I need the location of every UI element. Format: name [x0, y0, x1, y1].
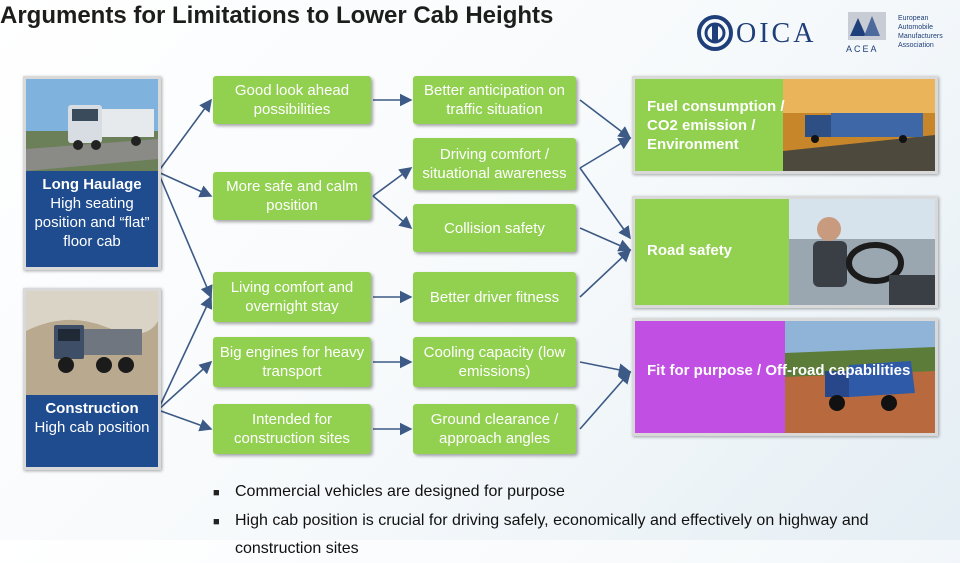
- construction-heading: Construction: [45, 400, 139, 417]
- big-engines-label: Big engines for heavy transport: [219, 344, 365, 380]
- collision-label: Collision safety: [444, 219, 545, 237]
- long-haulage-card: Long Haulage High seating position and “…: [23, 76, 161, 270]
- collision-box: Collision safety: [413, 204, 576, 252]
- driver-fitness-box: Better driver fitness: [413, 272, 576, 322]
- construction-sites-label: Intended for construction sites: [234, 411, 350, 447]
- bullet-list: ■ Commercial vehicles are designed for p…: [213, 478, 955, 563]
- bullet-marker-icon: ■: [213, 487, 220, 499]
- long-haulage-text: High seating position and “flat” floor c…: [34, 195, 150, 250]
- bullet-text: High cab position is crucial for driving…: [235, 512, 869, 557]
- construction-sites-box: Intended for construction sites: [213, 404, 371, 454]
- connector-arrows: [157, 93, 632, 436]
- cooling-label: Cooling capacity (low emissions): [423, 344, 566, 380]
- oica-logo-text: OICA: [736, 18, 817, 49]
- fuel-consumption-card: Fuel consumption / CO2 emission / Enviro…: [632, 76, 938, 174]
- driver-fitness-label: Better driver fitness: [429, 288, 560, 306]
- acea-logo: ACEA European Automobile Manufacturers A…: [846, 10, 952, 56]
- fuel-consumption-label: Fuel consumption / CO2 emission / Enviro…: [647, 98, 785, 153]
- good-look-box: Good look ahead possibilities: [213, 76, 371, 124]
- cooling-box: Cooling capacity (low emissions): [413, 337, 576, 387]
- offroad-truck-image: [785, 321, 935, 433]
- bullet-text: Commercial vehicles are designed for pur…: [235, 483, 565, 500]
- ground-clearance-label: Ground clearance / approach angles: [430, 411, 559, 447]
- construction-truck-image: [26, 291, 158, 395]
- bullet-marker-icon: ■: [213, 516, 220, 528]
- bullet-item: ■ Commercial vehicles are designed for p…: [213, 478, 955, 507]
- oica-logo: OICA: [694, 8, 830, 58]
- slide-title: Arguments for Limitations to Lower Cab H…: [0, 2, 554, 29]
- living-comfort-label: Living comfort and overnight stay: [230, 279, 354, 315]
- ground-clearance-box: Ground clearance / approach angles: [413, 404, 576, 454]
- anticipation-label: Better anticipation on traffic situation: [424, 82, 565, 118]
- fit-for-purpose-card: Fit for purpose / Off-road capabilities: [632, 318, 938, 436]
- highway-truck-image: [783, 79, 935, 171]
- construction-card: Construction High cab position: [23, 288, 161, 470]
- big-engines-box: Big engines for heavy transport: [213, 337, 371, 387]
- acea-logo-text: ACEA: [846, 44, 879, 54]
- fit-for-purpose-label: Fit for purpose / Off-road capabilities: [647, 362, 911, 379]
- road-safety-label: Road safety: [647, 242, 733, 259]
- safe-calm-label: More safe and calm position: [226, 178, 358, 214]
- long-haul-truck-image: [26, 79, 158, 171]
- acea-logo-name: European Automobile Manufacturers Associ…: [898, 15, 943, 49]
- driver-cab-image: [789, 199, 935, 305]
- good-look-label: Good look ahead possibilities: [234, 82, 350, 118]
- anticipation-box: Better anticipation on traffic situation: [413, 76, 576, 124]
- long-haulage-heading: Long Haulage: [42, 176, 142, 193]
- construction-text: High cab position: [34, 419, 150, 436]
- driving-comfort-label: Driving comfort / situational awareness: [422, 146, 567, 182]
- safe-calm-box: More safe and calm position: [213, 172, 371, 220]
- driving-comfort-box: Driving comfort / situational awareness: [413, 138, 576, 190]
- bullet-item: ■ High cab position is crucial for drivi…: [213, 507, 955, 563]
- road-safety-card: Road safety: [632, 196, 938, 308]
- living-comfort-box: Living comfort and overnight stay: [213, 272, 371, 322]
